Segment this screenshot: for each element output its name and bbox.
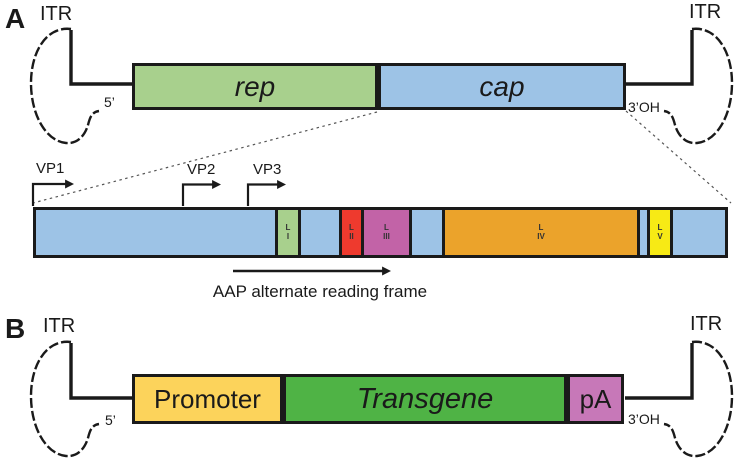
- variable-region-2-label-bottom: II: [349, 231, 354, 241]
- variable-region-3-label-top: L: [384, 223, 389, 232]
- five-prime-label-a: 5’: [104, 94, 115, 110]
- itr-hairpin-a-right: [663, 27, 734, 145]
- rep-gene-box: rep: [132, 63, 378, 110]
- variable-region-4-label-bottom: IV: [537, 231, 545, 241]
- rep-gene-label: rep: [234, 70, 276, 102]
- itr-label-b-left: ITR: [43, 315, 76, 337]
- three-prime-oh-label-a: 3’OH: [628, 99, 660, 115]
- three-prime-oh-label-b: 3’OH: [628, 411, 660, 427]
- itr-stem-a-left: [69, 30, 132, 86]
- itr-label-a-left: ITR: [40, 3, 73, 25]
- variable-region-4-segment: L IV: [442, 210, 637, 255]
- variable-region-1-label-top: L: [285, 223, 291, 232]
- itr-label-a-right: ITR: [689, 1, 722, 23]
- aap-annotation-label: AAP alternate reading frame: [212, 282, 428, 301]
- variable-region-2-segment: L II: [339, 210, 361, 255]
- itr-stem-a-right: [626, 30, 694, 86]
- promoter-box: Promoter: [132, 374, 283, 424]
- variable-region-5-label-top: L: [657, 223, 663, 232]
- panel-b-label: B: [5, 313, 26, 344]
- cap-gene-box: cap: [378, 63, 626, 110]
- itr-stem-b-right: [625, 343, 694, 400]
- itr-hairpin-a-left: [29, 27, 100, 145]
- cap-backbone-segment: [670, 210, 725, 255]
- variable-region-3-label-bottom: III: [383, 231, 390, 241]
- vp3-label: VP3: [253, 161, 282, 178]
- itr-hairpin-b-left: [29, 340, 100, 458]
- vp3-start-arrow: [246, 180, 287, 206]
- variable-region-2-label-top: L: [349, 223, 354, 232]
- variable-region-4-label-top: L: [538, 223, 544, 232]
- transgene-box: Transgene: [283, 374, 567, 424]
- panel-a-label: A: [5, 3, 26, 34]
- vp2-start-arrow: [181, 180, 222, 206]
- five-prime-label-b: 5’: [105, 412, 116, 428]
- variable-region-3-segment: L III: [361, 210, 409, 255]
- vp1-label: VP1: [36, 160, 65, 177]
- poly-a-label: pA: [579, 383, 612, 414]
- promoter-label: Promoter: [154, 383, 261, 414]
- cap-backbone-segment: [409, 210, 442, 255]
- cap-gene-label: cap: [479, 70, 525, 102]
- poly-a-box: pA: [567, 374, 624, 424]
- variable-region-5-segment: L V: [647, 210, 670, 255]
- variable-region-1-label-bottom: I: [286, 231, 290, 241]
- cap-backbone-segment: [298, 210, 339, 255]
- itr-hairpin-b-right: [663, 340, 734, 458]
- vp1-start-arrow: [31, 179, 75, 206]
- zoom-connector-right: [625, 110, 732, 204]
- cap-expanded-bar: L I L II L III L IV L V: [33, 207, 728, 258]
- cap-backbone-segment: [36, 210, 275, 255]
- vp2-label: VP2: [187, 161, 216, 178]
- variable-region-1-segment: L I: [275, 210, 298, 255]
- variable-region-5-label-bottom: V: [657, 231, 663, 241]
- zoom-connector-left: [32, 111, 378, 204]
- itr-label-b-right: ITR: [690, 313, 723, 335]
- transgene-label: Transgene: [356, 382, 494, 415]
- itr-stem-b-left: [69, 343, 132, 400]
- cap-backbone-segment: [637, 210, 647, 255]
